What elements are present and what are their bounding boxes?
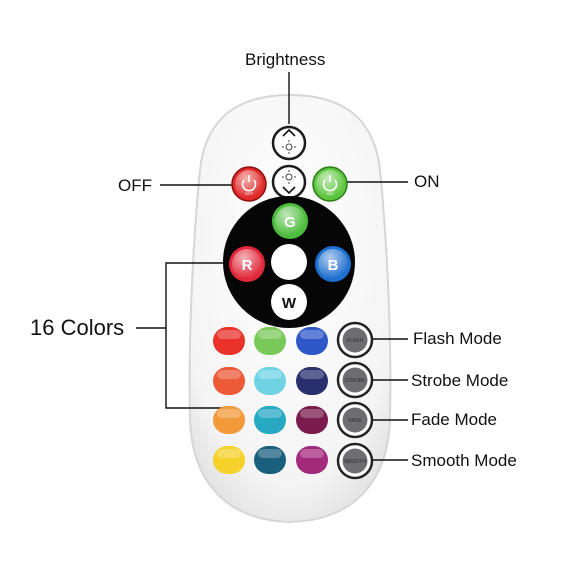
callout-lines: [136, 72, 408, 461]
power-icon: [322, 175, 338, 192]
sun-icon: [282, 140, 296, 154]
off-small-label: OFF: [245, 191, 254, 196]
color-button-r2-c3[interactable]: [296, 367, 328, 395]
brightness-down-button[interactable]: [271, 164, 307, 200]
red-label: R: [242, 257, 253, 274]
color-button-r1-c2[interactable]: [254, 327, 286, 355]
brightness-up-button[interactable]: [271, 125, 307, 161]
blue-label: B: [328, 257, 339, 274]
color-button-r2-c1[interactable]: [213, 367, 245, 395]
off-button[interactable]: OFF: [231, 166, 267, 202]
fade-mode-callout: Fade Mode: [411, 410, 497, 429]
white-label: W: [282, 295, 297, 312]
blue-button[interactable]: B: [315, 246, 351, 282]
strobe-mode-callout: Strobe Mode: [411, 371, 509, 390]
color-button-r2-c2[interactable]: [254, 367, 286, 395]
brightness-callout: Brightness: [245, 50, 326, 69]
smooth-mode-button[interactable]: SMOOTH: [336, 442, 374, 480]
power-icon: [241, 175, 257, 192]
strobe-small-label: STROBE: [345, 378, 366, 384]
color-grid: [213, 327, 328, 474]
color-button-r1-c3[interactable]: [296, 327, 328, 355]
smooth-mode-callout: Smooth Mode: [411, 451, 517, 470]
color-button-r4-c3[interactable]: [296, 446, 328, 474]
color-button-r3-c1[interactable]: [213, 406, 245, 434]
color-button-r1-c1[interactable]: [213, 327, 245, 355]
white-button[interactable]: W: [271, 284, 307, 320]
strobe-mode-button[interactable]: STROBE: [336, 361, 374, 399]
sun-icon: [282, 170, 296, 184]
color-button-r4-c1[interactable]: [213, 446, 245, 474]
center-white-button[interactable]: [271, 244, 307, 280]
flash-mode-button[interactable]: FLASH: [336, 321, 374, 359]
green-button[interactable]: G: [272, 203, 308, 239]
fade-small-label: FADE: [348, 418, 362, 424]
red-button[interactable]: R: [229, 246, 265, 282]
flash-mode-callout: Flash Mode: [413, 329, 502, 348]
green-label: G: [284, 214, 296, 231]
smooth-small-label: SMOOTH: [344, 459, 366, 465]
off-callout: OFF: [118, 176, 152, 195]
color-button-r3-c3[interactable]: [296, 406, 328, 434]
flash-small-label: FLASH: [347, 338, 364, 344]
on-button[interactable]: ON: [312, 166, 348, 202]
on-callout: ON: [414, 172, 440, 191]
color-button-r4-c2[interactable]: [254, 446, 286, 474]
colors-callout: 16 Colors: [30, 315, 125, 340]
fade-mode-button[interactable]: FADE: [336, 401, 374, 439]
on-small-label: ON: [327, 191, 333, 196]
color-button-r3-c2[interactable]: [254, 406, 286, 434]
